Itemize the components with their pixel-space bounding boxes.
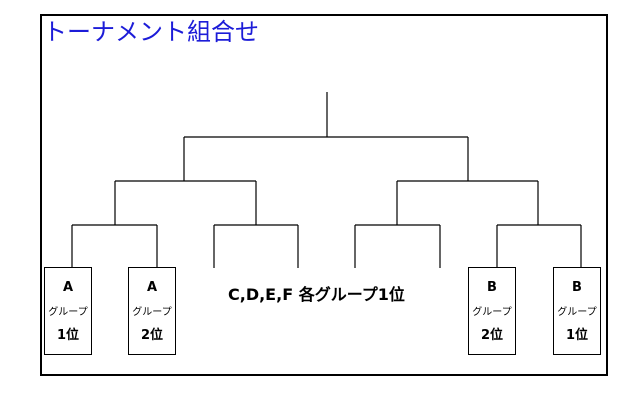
group-letter: B [487,280,497,295]
group-rank: 1位 [565,328,589,343]
middle-groups-label: C,D,E,F 各グループ1位 [228,285,405,304]
group-rank: 2位 [480,328,504,343]
team-box-b1: B グループ 1位 [553,267,601,355]
group-label: グループ [472,307,512,318]
page-title: トーナメント組合せ [43,18,259,46]
group-label: グループ [132,307,172,318]
team-box-a1: A グループ 1位 [44,267,92,355]
group-letter: A [146,280,158,295]
team-box-b2: B グループ 2位 [468,267,516,355]
group-rank: 2位 [140,328,164,343]
group-label: グループ [557,307,597,318]
group-rank: 1位 [56,328,80,343]
team-box-a2: A グループ 2位 [128,267,176,355]
group-letter: A [62,280,74,295]
group-label: グループ [48,307,88,318]
group-letter: B [572,280,582,295]
